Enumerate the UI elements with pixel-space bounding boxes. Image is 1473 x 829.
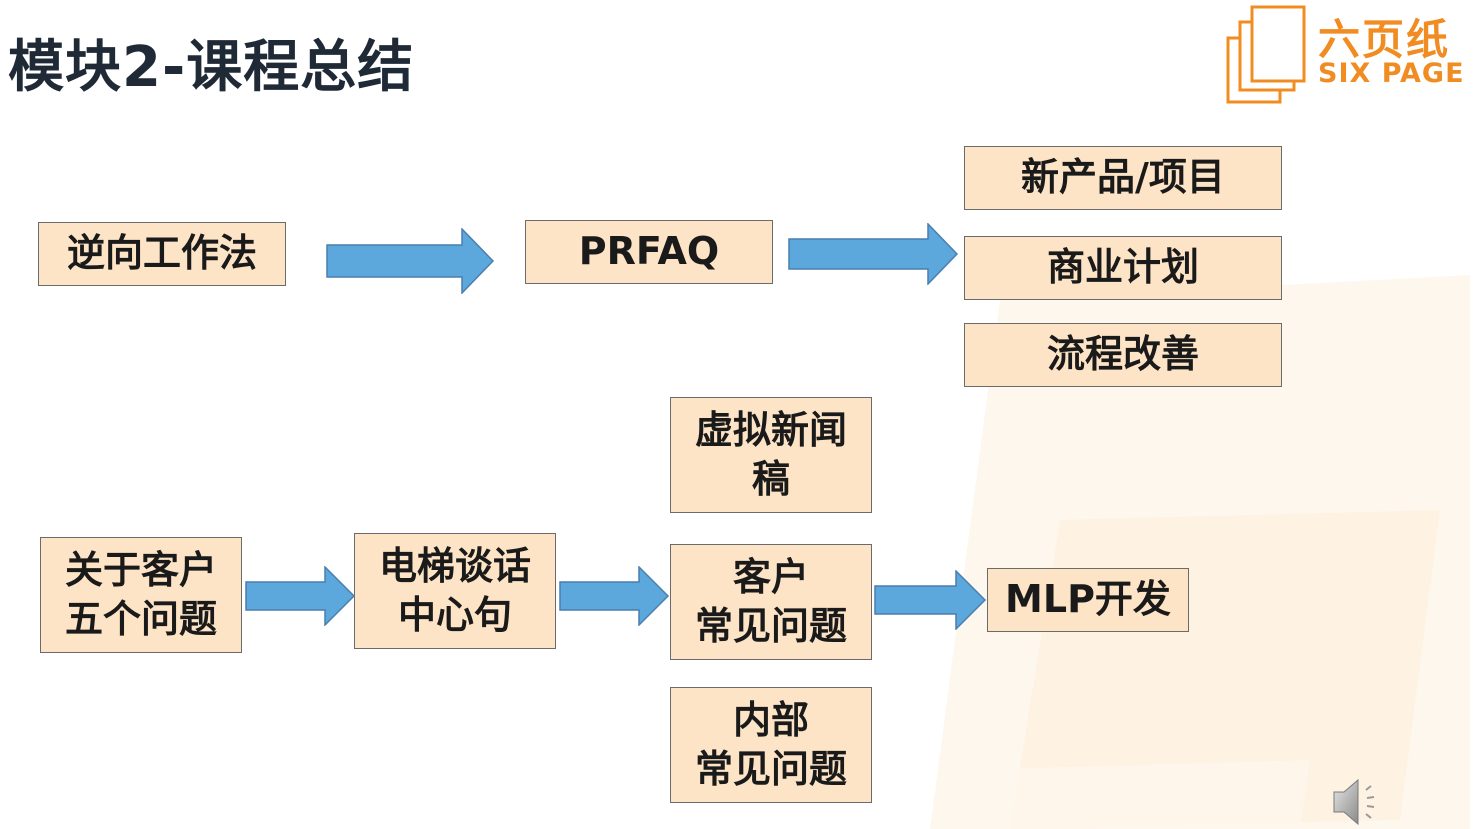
node-prfaq: PRFAQ: [525, 220, 773, 284]
speaker-icon[interactable]: [1330, 776, 1390, 828]
logo: 六页纸 SIX PAGE: [1224, 4, 1464, 108]
pages-logo-icon: [1226, 5, 1306, 104]
node-press-release: 虚拟新闻 稿: [670, 397, 872, 513]
node-internal-faq: 内部 常见问题: [670, 687, 872, 803]
logo-text-cn: 六页纸: [1318, 15, 1451, 64]
node-reverse-working: 逆向工作法: [38, 222, 286, 286]
arrow-faq-to-mlp: [874, 570, 987, 630]
node-five-customer-questions: 关于客户 五个问题: [40, 537, 242, 653]
logo-text-en: SIX PAGE: [1318, 58, 1465, 89]
node-new-product: 新产品/项目: [964, 146, 1282, 210]
arrow-prfaq-to-outcomes: [788, 223, 959, 285]
node-business-plan: 商业计划: [964, 236, 1282, 300]
node-elevator-pitch: 电梯谈话 中心句: [354, 533, 556, 649]
node-process-improvement: 流程改善: [964, 323, 1282, 387]
node-mlp-development: MLP开发: [987, 568, 1189, 632]
node-customer-faq: 客户 常见问题: [670, 544, 872, 660]
arrow-pitch-to-faq: [559, 566, 670, 626]
page-title: 模块2-课程总结: [8, 35, 415, 100]
arrow-reverse-to-prfaq: [326, 228, 495, 294]
arrow-questions-to-pitch: [245, 566, 356, 626]
